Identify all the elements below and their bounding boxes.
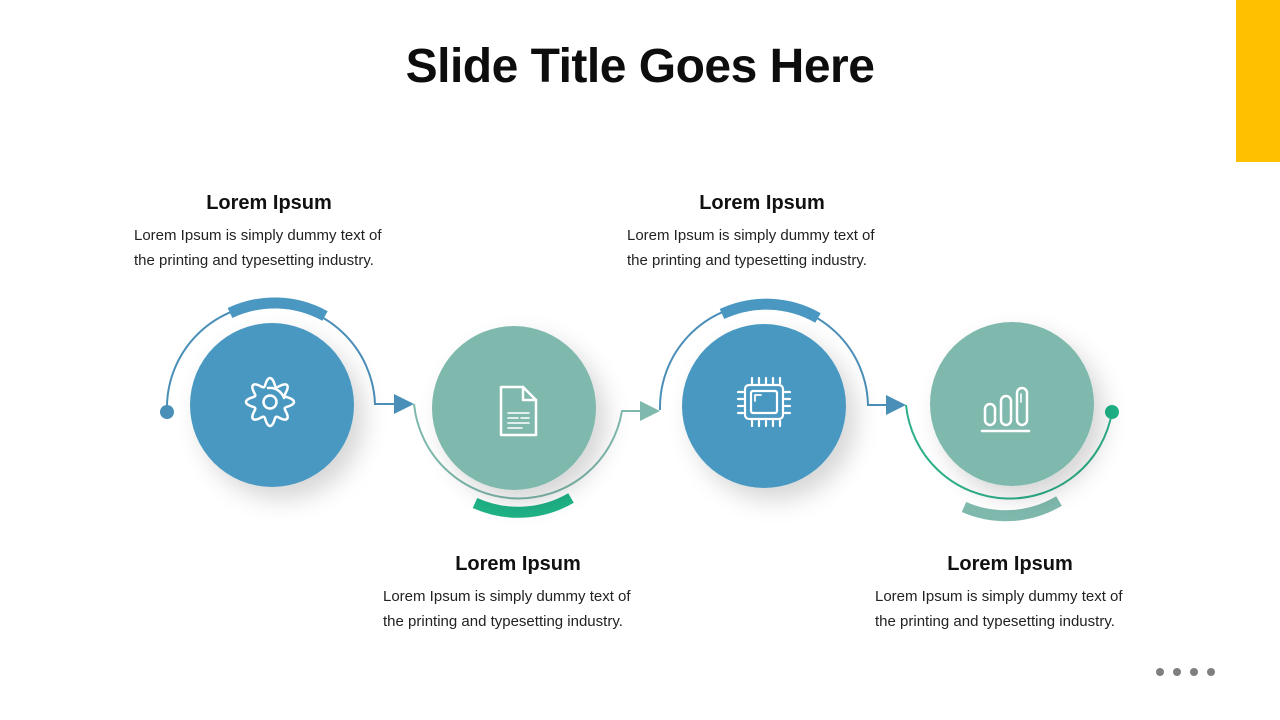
arc-line-2 <box>413 403 648 500</box>
connector-1 <box>160 297 414 419</box>
bar-chart-icon-bar <box>983 402 997 427</box>
gear-icon <box>244 376 296 428</box>
slide-title[interactable]: Slide Title Goes Here <box>405 40 875 93</box>
arrow-3 <box>886 395 906 415</box>
bar-chart-icon-bar <box>999 394 1013 427</box>
bar-chart-icon-bar <box>1015 386 1029 427</box>
arc-line-4 <box>905 404 1113 500</box>
step-3-heading[interactable]: Lorem Ipsum <box>699 192 825 214</box>
step-2-circle[interactable] <box>432 326 596 490</box>
accent-bar <box>1236 0 1280 162</box>
step-1-circle[interactable] <box>190 323 354 487</box>
bar-chart-icon <box>980 386 1031 433</box>
document-icon <box>499 385 538 437</box>
arc-highlight-2 <box>472 493 574 518</box>
chip-icon <box>736 376 792 428</box>
pager-dot[interactable] <box>1207 668 1215 676</box>
step-3-body[interactable]: Lorem Ipsum is simply dummy text of the … <box>627 227 875 269</box>
connector-3 <box>658 298 906 415</box>
arc-highlight-3 <box>719 298 821 323</box>
chip-icon-body <box>743 383 785 421</box>
gear-icon-inner-arc <box>266 386 286 400</box>
connector-4 <box>905 404 1119 522</box>
pager-dot[interactable] <box>1156 668 1164 676</box>
step-3-circle[interactable] <box>682 324 846 488</box>
chip-icon-highlight <box>754 394 762 402</box>
gear-icon-outline <box>244 376 296 428</box>
pager-dot[interactable] <box>1190 668 1198 676</box>
pager-dot[interactable] <box>1173 668 1181 676</box>
arrow-1 <box>394 394 414 414</box>
step-4-text: Lorem Ipsum Lorem Ipsum is simply dummy … <box>865 551 1155 634</box>
connector-2 <box>413 401 660 518</box>
end-dot <box>1105 405 1119 419</box>
document-icon-page <box>499 385 538 437</box>
chip-icon-pins <box>736 376 792 428</box>
step-2-heading[interactable]: Lorem Ipsum <box>455 553 581 575</box>
document-icon-fold <box>521 385 538 402</box>
arrow-2 <box>640 401 660 421</box>
chip-icon-core <box>749 389 779 415</box>
step-1-heading[interactable]: Lorem Ipsum <box>206 192 332 214</box>
step-3-text: Lorem Ipsum Lorem Ipsum is simply dummy … <box>617 190 907 273</box>
step-4-heading[interactable]: Lorem Ipsum <box>947 553 1073 575</box>
step-1-text: Lorem Ipsum Lorem Ipsum is simply dummy … <box>124 190 414 273</box>
pager-dots <box>1156 668 1215 676</box>
step-2-body[interactable]: Lorem Ipsum is simply dummy text of the … <box>383 588 631 630</box>
step-2-text: Lorem Ipsum Lorem Ipsum is simply dummy … <box>373 551 663 634</box>
step-1-body[interactable]: Lorem Ipsum is simply dummy text of the … <box>134 227 382 269</box>
step-4-body[interactable]: Lorem Ipsum is simply dummy text of the … <box>875 588 1123 630</box>
arc-highlight-1 <box>227 297 328 321</box>
gear-icon-hub <box>262 394 278 410</box>
arc-highlight-4 <box>961 496 1062 522</box>
